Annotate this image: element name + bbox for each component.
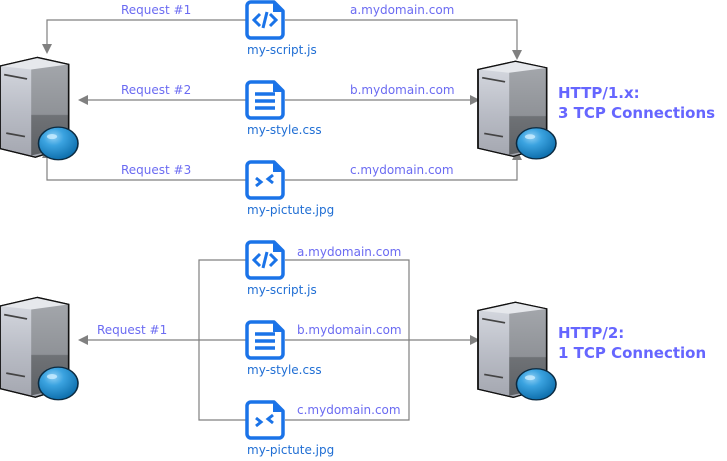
text-document-icon [245,80,285,120]
image-collapse-file-icon [245,160,285,200]
file-label: my-pictute.jpg [247,443,334,457]
connector-request-3 [46,158,518,181]
http2-section: Request #1 a.mydomain.com b.mydomain.com… [0,240,706,457]
request-label: Request #1 [97,323,167,337]
image-collapse-file-icon [245,400,285,440]
arrow-head [470,335,480,345]
text-document-icon [245,320,285,360]
file-label: my-script.js [247,283,317,297]
code-file-icon [245,0,285,40]
client-server-icon [0,56,80,161]
http2-heading: HTTP/2: [558,324,624,342]
file-label: my-pictute.jpg [247,203,334,217]
http1-heading: HTTP/1.x: [558,84,640,102]
domain-label: c.mydomain.com [350,163,454,177]
code-file-icon [245,240,285,280]
file-label: my-script.js [247,43,317,57]
connector-request-1 [46,19,518,50]
http1-section: Request #1 Request #2 Request #3 a.mydom… [0,0,715,217]
domain-label: b.mydomain.com [297,323,402,337]
server-icon [476,301,558,401]
request-label: Request #2 [121,83,191,97]
request-label: Request #3 [121,163,191,177]
domain-label: c.mydomain.com [297,403,401,417]
domain-label: a.mydomain.com [297,245,401,259]
domain-label: b.mydomain.com [350,83,455,97]
request-label: Request #1 [121,3,191,17]
arrow-head [470,95,480,105]
arrow-head [78,335,88,345]
client-server-icon [0,296,80,401]
arrow-head [512,50,522,60]
http2-subheading: 1 TCP Connection [558,344,706,362]
domain-label: a.mydomain.com [350,3,454,17]
arrow-head [42,44,52,54]
arrow-head [78,95,88,105]
file-label: my-style.css [247,363,322,377]
file-label: my-style.css [247,123,322,137]
http1-subheading: 3 TCP Connections [558,104,715,122]
server-icon [476,60,558,160]
